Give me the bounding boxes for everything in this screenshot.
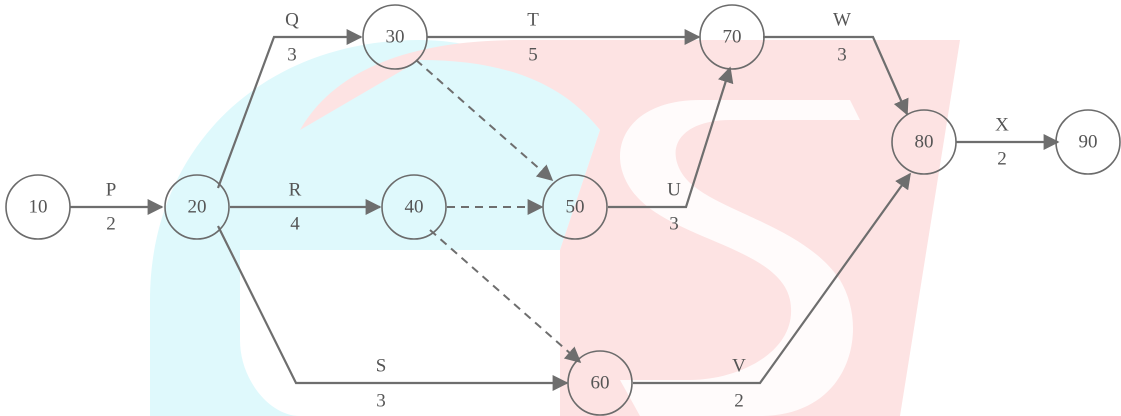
node-label: 60	[591, 373, 610, 394]
activity-name-v: V	[732, 356, 746, 377]
edge-u	[608, 66, 734, 209]
activity-duration-q: 3	[287, 45, 297, 66]
activity-duration-w: 3	[837, 45, 847, 66]
activity-name-w: W	[833, 10, 851, 31]
node-label: 30	[386, 27, 405, 48]
activity-name-r: R	[289, 180, 302, 201]
node-30: 30	[362, 4, 428, 70]
activity-duration-v: 2	[734, 391, 744, 412]
event-nodes: 10 20 30 40 50 60 70 80	[5, 4, 1121, 416]
activity-duration-p: 2	[106, 214, 116, 235]
watermark-logo	[150, 40, 960, 416]
node-label: 90	[1079, 132, 1098, 153]
activity-duration-u: 3	[669, 214, 679, 235]
node-40: 40	[381, 174, 447, 240]
node-label: 10	[29, 197, 48, 218]
node-70: 70	[699, 4, 765, 70]
activity-name-t: T	[527, 10, 539, 31]
node-50: 50	[542, 174, 608, 240]
node-label: 40	[405, 197, 424, 218]
node-label: 20	[188, 197, 207, 218]
activity-name-x: X	[995, 115, 1009, 136]
activity-name-u: U	[667, 180, 681, 201]
edge-v	[633, 172, 911, 385]
node-label: 70	[723, 27, 742, 48]
edge-q	[216, 29, 363, 189]
activity-duration-t: 5	[528, 45, 538, 66]
node-80: 80	[891, 109, 957, 175]
activity-duration-s: 3	[376, 391, 386, 412]
edge-s	[217, 225, 569, 391]
activity-name-p: P	[106, 180, 117, 201]
node-90: 90	[1055, 109, 1121, 175]
activity-labels: P 2 Q 3 R 4 S 3 T 5 U 3 V 2 W 3 X 2	[106, 10, 1009, 412]
node-label: 50	[566, 197, 585, 218]
node-10: 10	[5, 174, 71, 240]
dummy-edge-40-60	[429, 229, 582, 364]
dummy-edge-30-50	[415, 59, 554, 182]
activity-edges	[70, 29, 1060, 391]
watermark-white-s	[620, 100, 860, 416]
activity-name-s: S	[376, 356, 387, 377]
activity-duration-r: 4	[290, 214, 300, 235]
node-label: 80	[915, 132, 934, 153]
edge-w	[763, 35, 909, 116]
activity-name-q: Q	[285, 10, 299, 31]
activity-duration-x: 2	[997, 149, 1007, 170]
watermark-cyan-shape	[150, 40, 600, 416]
node-60: 60	[567, 350, 633, 416]
node-20: 20	[164, 174, 230, 240]
